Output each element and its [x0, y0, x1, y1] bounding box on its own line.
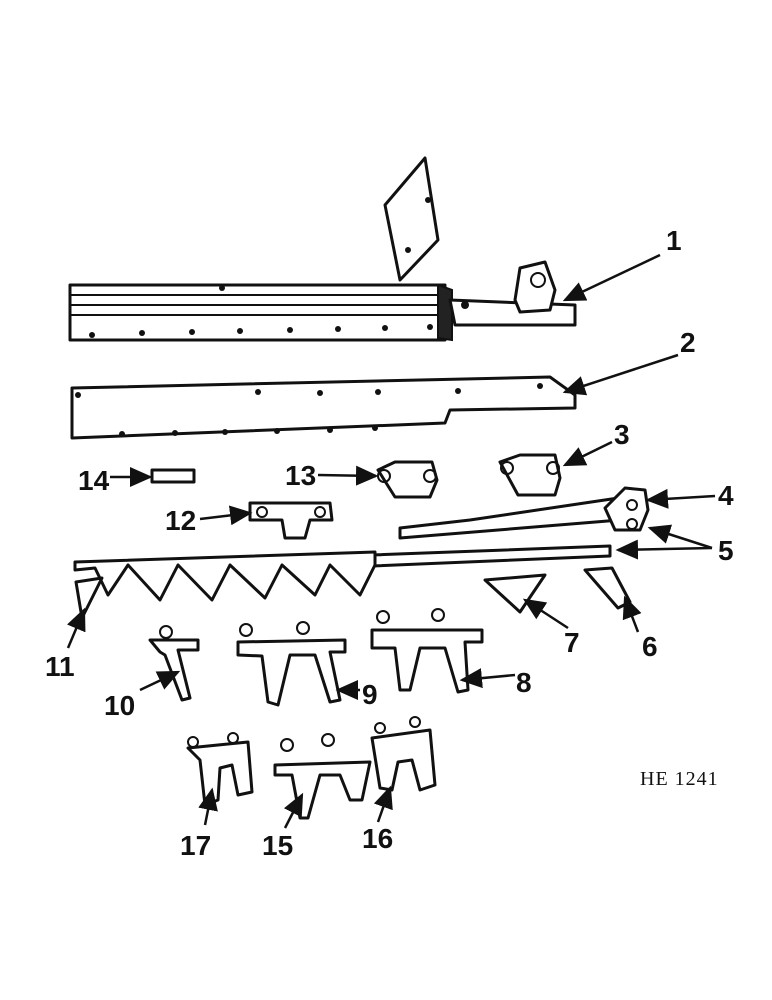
callout-15: 15: [262, 830, 293, 861]
knife-bar: [370, 544, 612, 568]
callout-labels: 1 2 3 4 5 6 7 8 9 10 11 12 13 14 15 16 1…: [45, 225, 734, 861]
knife-back: [398, 486, 650, 540]
guard-9: [236, 621, 347, 707]
callout-5: 5: [718, 535, 734, 566]
knife-guide: [248, 501, 334, 540]
callout-16: 16: [362, 823, 393, 854]
guard-17: [186, 732, 254, 807]
callout-4: 4: [718, 480, 734, 511]
cutter-bar-assembly: [68, 156, 577, 342]
callout-7: 7: [564, 627, 580, 658]
callout-8: 8: [516, 667, 532, 698]
cutter-bar-holes: [89, 324, 433, 338]
guard-10: [148, 625, 200, 702]
callout-3: 3: [614, 419, 630, 450]
reference-code: HE 1241: [640, 768, 719, 790]
guard-15: [273, 733, 372, 820]
callout-1: 1: [666, 225, 682, 256]
callout-6: 6: [642, 631, 658, 662]
callout-2: 2: [680, 327, 696, 358]
sickle-sections: [73, 550, 377, 602]
leader-lines: [66, 253, 716, 829]
callout-12: 12: [165, 505, 196, 536]
callout-17: 17: [180, 830, 211, 861]
callout-11: 11: [45, 651, 75, 682]
section-11: [74, 576, 104, 620]
callout-9: 9: [362, 679, 378, 710]
callout-14: 14: [78, 465, 110, 496]
hold-down-clip-3: [498, 453, 562, 497]
hold-down-clip-13: [376, 460, 439, 499]
guard-16: [370, 716, 437, 792]
section-6: [583, 566, 632, 610]
section-7: [483, 573, 547, 614]
small-plate: [150, 468, 196, 484]
callout-10: 10: [104, 690, 135, 721]
guard-8: [370, 608, 484, 694]
wear-plate: [70, 375, 577, 440]
callout-13: 13: [285, 460, 316, 491]
